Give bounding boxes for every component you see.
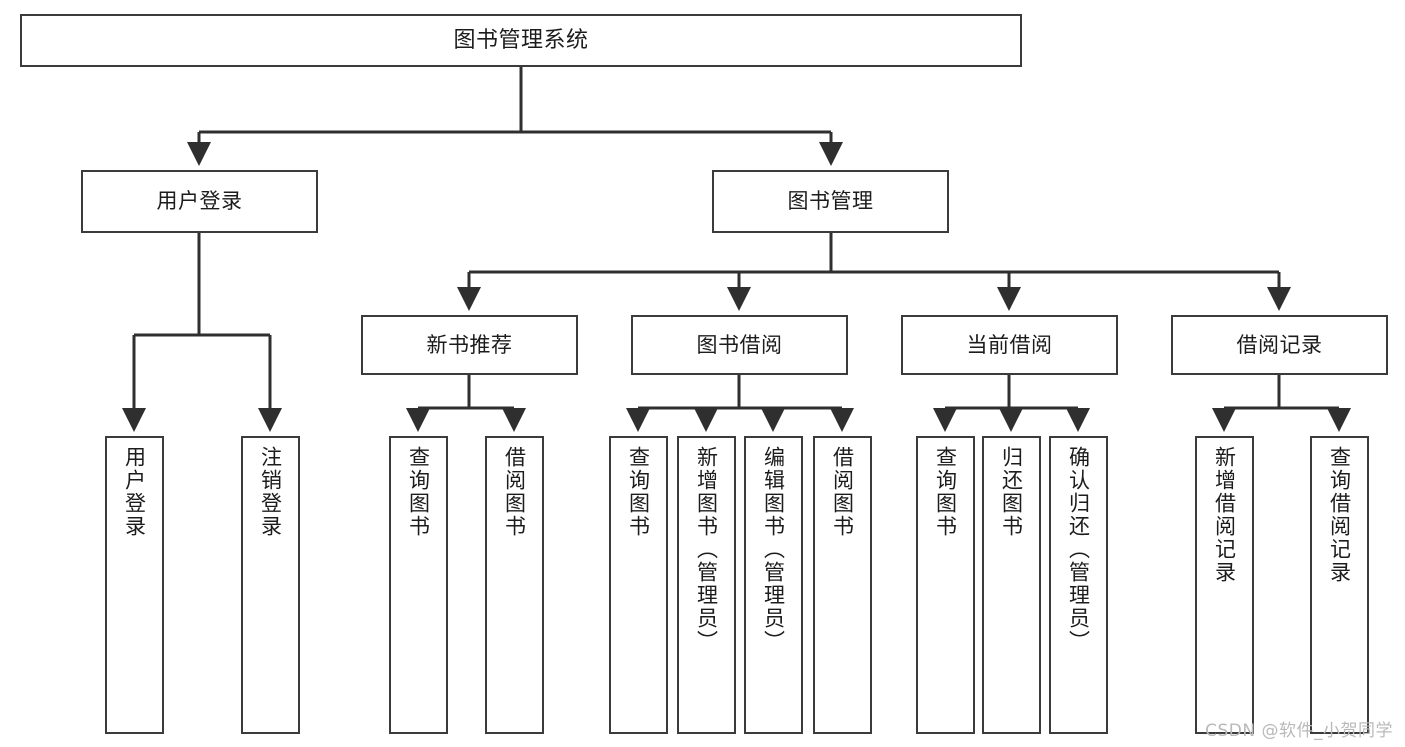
node-leaf-query-record[interactable]: 查询借阅记录 bbox=[1310, 436, 1369, 734]
node-label: 新增借阅记录 bbox=[1212, 446, 1237, 584]
node-leaf-query-book-1[interactable]: 查询图书 bbox=[389, 436, 448, 734]
node-user-login[interactable]: 用户登录 bbox=[81, 170, 318, 233]
watermark: CSDN @软件_小贺同学 bbox=[1205, 721, 1393, 741]
node-label: 新增图书（管理员） bbox=[694, 446, 719, 653]
node-leaf-query-book-3[interactable]: 查询图书 bbox=[916, 436, 975, 734]
node-label: 借阅图书 bbox=[502, 446, 527, 538]
node-root-system[interactable]: 图书管理系统 bbox=[20, 14, 1022, 67]
node-leaf-edit-book[interactable]: 编辑图书（管理员） bbox=[744, 436, 803, 734]
node-label: 图书借阅 bbox=[696, 332, 783, 357]
node-label: 查询图书 bbox=[626, 446, 651, 538]
node-label: 借阅记录 bbox=[1236, 332, 1323, 357]
node-leaf-borrow-book-2[interactable]: 借阅图书 bbox=[813, 436, 872, 734]
node-label: 借阅图书 bbox=[830, 446, 855, 538]
node-leaf-return-book[interactable]: 归还图书 bbox=[982, 436, 1041, 734]
node-label: 确认归还（管理员） bbox=[1066, 446, 1091, 653]
node-book-manage[interactable]: 图书管理 bbox=[712, 170, 949, 233]
node-new-book-recommend[interactable]: 新书推荐 bbox=[361, 315, 578, 375]
node-label: 图书管理系统 bbox=[453, 27, 589, 53]
node-book-borrow[interactable]: 图书借阅 bbox=[631, 315, 848, 375]
node-label: 新书推荐 bbox=[426, 332, 513, 357]
node-current-borrow[interactable]: 当前借阅 bbox=[901, 315, 1118, 375]
node-label: 查询借阅记录 bbox=[1327, 446, 1352, 584]
node-leaf-confirm-return[interactable]: 确认归还（管理员） bbox=[1049, 436, 1108, 734]
node-label: 当前借阅 bbox=[966, 332, 1053, 357]
node-leaf-user-logout[interactable]: 注销登录 bbox=[241, 436, 300, 734]
node-label: 查询图书 bbox=[933, 446, 958, 538]
node-leaf-borrow-book-1[interactable]: 借阅图书 bbox=[485, 436, 544, 734]
node-leaf-add-book[interactable]: 新增图书（管理员） bbox=[677, 436, 736, 734]
node-label: 图书管理 bbox=[787, 189, 874, 214]
node-leaf-query-book-2[interactable]: 查询图书 bbox=[609, 436, 668, 734]
node-borrow-record[interactable]: 借阅记录 bbox=[1171, 315, 1388, 375]
node-label: 归还图书 bbox=[999, 446, 1024, 538]
node-leaf-user-login[interactable]: 用户登录 bbox=[105, 436, 164, 734]
node-label: 编辑图书（管理员） bbox=[761, 446, 786, 653]
node-label: 注销登录 bbox=[258, 446, 283, 538]
node-label: 用户登录 bbox=[122, 446, 147, 538]
node-leaf-add-record[interactable]: 新增借阅记录 bbox=[1195, 436, 1254, 734]
node-label: 查询图书 bbox=[406, 446, 431, 538]
node-label: 用户登录 bbox=[156, 189, 243, 214]
